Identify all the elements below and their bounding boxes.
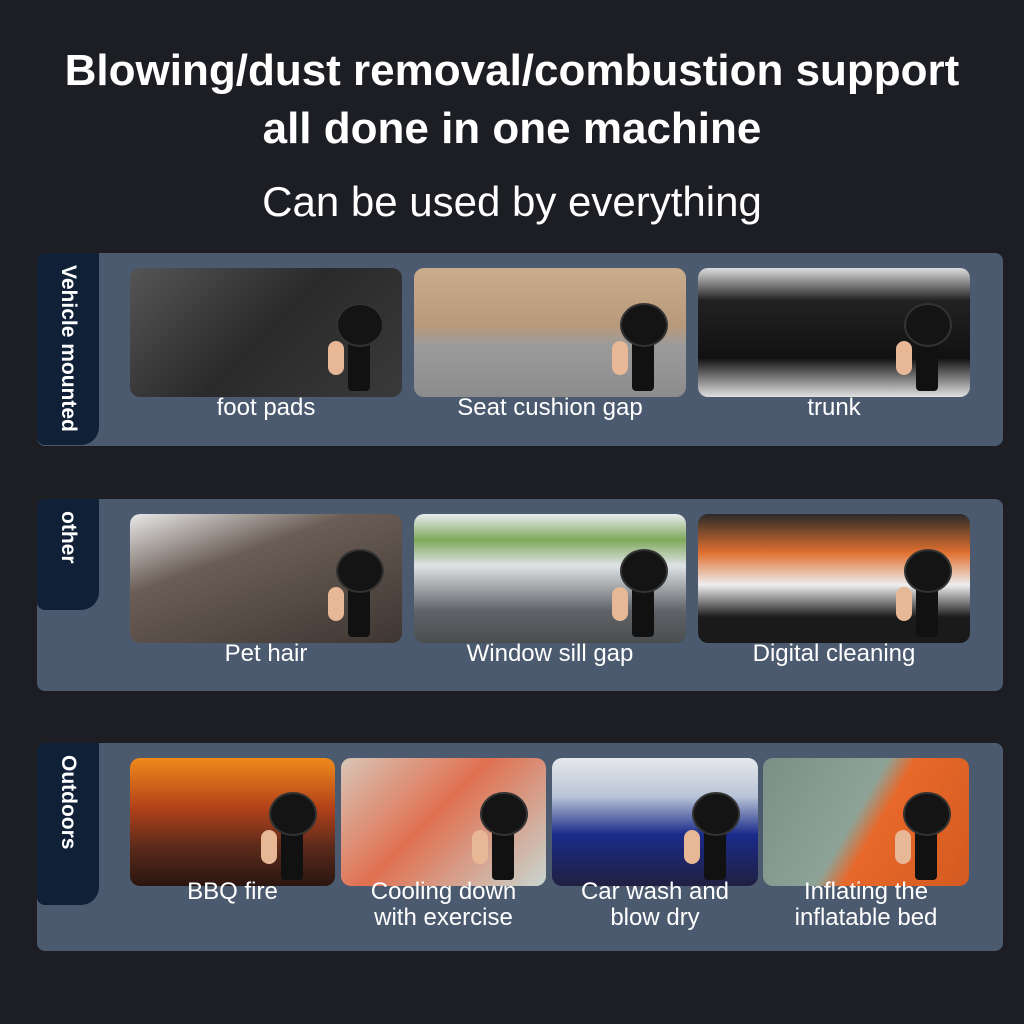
use-case-card: trunk bbox=[698, 268, 970, 446]
use-case-photo bbox=[414, 514, 686, 643]
use-case-card: Seat cushion gap bbox=[414, 268, 686, 446]
use-case-photo bbox=[552, 758, 758, 886]
use-case-caption: Cooling down with exercise bbox=[331, 879, 556, 931]
section-label: other bbox=[57, 511, 80, 564]
headline: Blowing/dust removal/combustion support … bbox=[0, 42, 1024, 158]
section-other: other Pet hair Window sill gap Digital c… bbox=[37, 499, 1003, 691]
use-case-photo bbox=[130, 268, 402, 397]
use-case-photo bbox=[763, 758, 969, 886]
caption-line-1: Cooling down bbox=[370, 878, 517, 905]
use-case-photo bbox=[414, 268, 686, 397]
caption-line-2: blow dry bbox=[610, 904, 700, 931]
use-case-card: Pet hair bbox=[130, 514, 402, 691]
blower-device-icon bbox=[472, 792, 528, 880]
use-case-caption: Window sill gap bbox=[404, 641, 696, 667]
blower-device-icon bbox=[896, 303, 952, 391]
caption-line-1: Window sill gap bbox=[466, 640, 634, 667]
section-outdoors: Outdoors BBQ fire Cooling down with exer… bbox=[37, 743, 1003, 951]
section-label: Vehicle mounted bbox=[57, 265, 80, 432]
section-label-tab: Vehicle mounted bbox=[37, 253, 99, 445]
caption-line-1: Pet hair bbox=[224, 640, 308, 667]
blower-device-icon bbox=[261, 792, 317, 880]
use-case-caption: Pet hair bbox=[120, 641, 412, 667]
caption-line-1: foot pads bbox=[216, 394, 316, 421]
use-case-card: Digital cleaning bbox=[698, 514, 970, 691]
blower-device-icon bbox=[328, 549, 384, 637]
caption-line-1: Digital cleaning bbox=[752, 640, 916, 667]
headline-line-1: Blowing/dust removal/combustion support bbox=[64, 46, 960, 95]
blower-device-icon bbox=[895, 792, 951, 880]
section-label-tab: Outdoors bbox=[37, 743, 99, 905]
use-case-card: Car wash and blow dry bbox=[552, 758, 758, 951]
section-label-tab: other bbox=[37, 499, 99, 610]
section-vehicle-mounted: Vehicle mounted foot pads Seat cushion g… bbox=[37, 253, 1003, 446]
subtitle: Can be used by everything bbox=[262, 178, 762, 225]
use-case-card: foot pads bbox=[130, 268, 402, 446]
use-case-caption: Seat cushion gap bbox=[404, 395, 696, 421]
caption-line-1: trunk bbox=[807, 394, 861, 421]
use-case-card: Inflating the inflatable bed bbox=[763, 758, 969, 951]
use-case-photo bbox=[341, 758, 546, 886]
use-case-caption: foot pads bbox=[120, 395, 412, 421]
section-label: Outdoors bbox=[57, 755, 80, 850]
blower-device-icon bbox=[684, 792, 740, 880]
use-case-card: Window sill gap bbox=[414, 514, 686, 691]
caption-line-2: with exercise bbox=[374, 904, 513, 931]
caption-line-1: Car wash and bbox=[580, 878, 730, 905]
blower-device-icon bbox=[896, 549, 952, 637]
use-case-card: Cooling down with exercise bbox=[341, 758, 546, 951]
use-case-caption: trunk bbox=[688, 395, 980, 421]
use-case-caption: Inflating the inflatable bed bbox=[753, 879, 979, 931]
use-case-caption: Car wash and blow dry bbox=[542, 879, 768, 931]
use-case-photo bbox=[698, 268, 970, 397]
use-case-photo bbox=[130, 758, 335, 886]
caption-line-1: Seat cushion gap bbox=[457, 394, 643, 421]
use-case-card: BBQ fire bbox=[130, 758, 335, 951]
blower-device-icon bbox=[328, 303, 384, 391]
use-case-caption: BBQ fire bbox=[120, 879, 345, 905]
blower-device-icon bbox=[612, 303, 668, 391]
headline-line-2: all done in one machine bbox=[262, 104, 762, 153]
blower-device-icon bbox=[612, 549, 668, 637]
use-case-photo bbox=[698, 514, 970, 643]
use-case-photo bbox=[130, 514, 402, 643]
caption-line-1: BBQ fire bbox=[187, 878, 278, 905]
caption-line-1: Inflating the bbox=[803, 878, 929, 905]
use-case-caption: Digital cleaning bbox=[688, 641, 980, 667]
caption-line-2: inflatable bed bbox=[794, 904, 938, 931]
